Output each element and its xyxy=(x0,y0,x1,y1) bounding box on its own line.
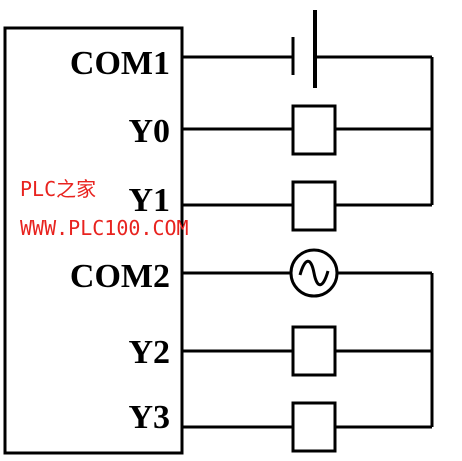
terminal-label-com2: COM2 xyxy=(70,258,170,295)
relay-coil-y2 xyxy=(291,325,337,377)
terminal-label-y0: Y0 xyxy=(128,113,170,150)
circuit-group-1 xyxy=(182,10,434,232)
terminal-label-y3: Y3 xyxy=(128,399,170,436)
watermark-line-2: WWW.PLC100.COM xyxy=(20,216,189,240)
terminal-label-y1: Y1 xyxy=(128,182,170,219)
terminal-label-y2: Y2 xyxy=(128,334,170,371)
terminal-label-com1: COM1 xyxy=(70,45,170,82)
relay-coil-y1 xyxy=(291,180,337,232)
ac-wave xyxy=(298,259,330,287)
relay-coil-y0 xyxy=(291,104,337,156)
watermark-line-1: PLC之家 xyxy=(20,177,96,201)
circuit-group-2 xyxy=(182,248,434,453)
plc-module-box xyxy=(3,26,184,455)
relay-coil-y3 xyxy=(291,401,337,453)
